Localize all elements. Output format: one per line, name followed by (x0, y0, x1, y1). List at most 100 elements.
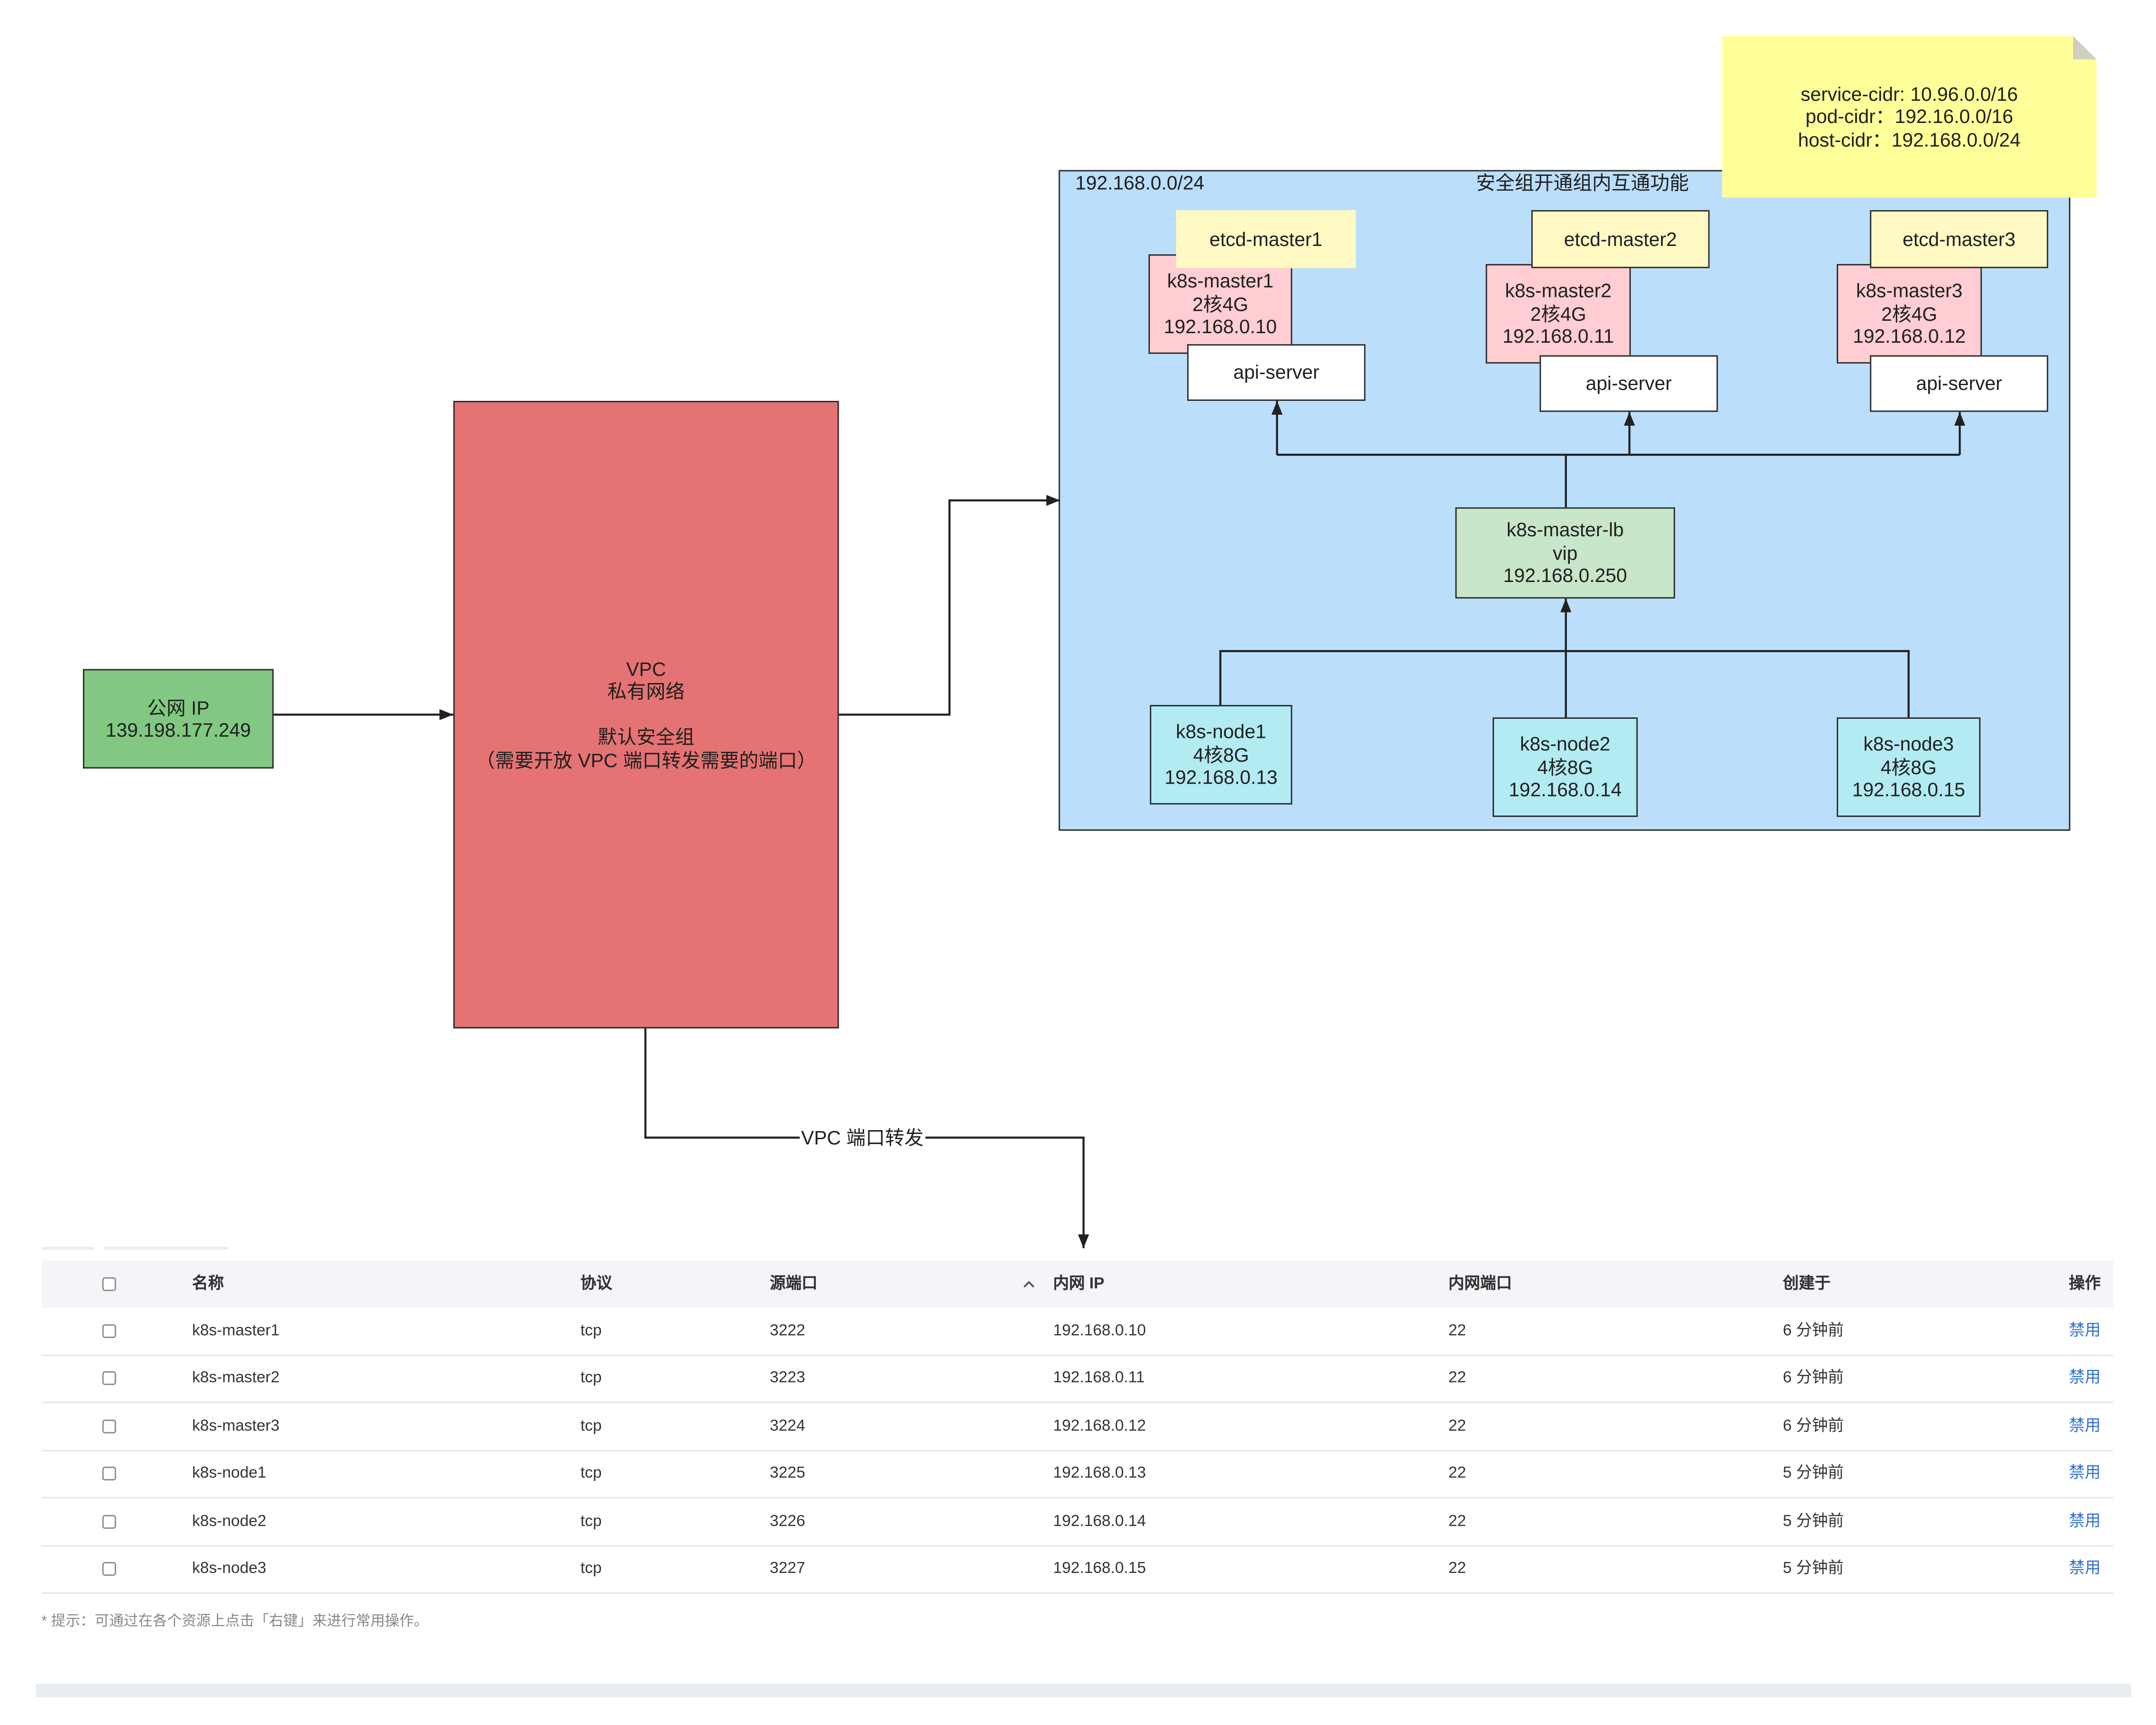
table-row[interactable]: k8s-master2 tcp 3223 192.168.0.11 22 6 分… (41, 1355, 2114, 1403)
node-spec: 4核8G (1881, 755, 1937, 778)
cell-source-port: 3226 (770, 1513, 805, 1530)
etcd-master2-box: etcd-master2 (1531, 210, 1710, 268)
cell-protocol: tcp (580, 1513, 602, 1530)
disable-rule-link[interactable]: 禁用 (2069, 1418, 2101, 1435)
disable-rule-link[interactable]: 禁用 (2069, 1513, 2101, 1530)
cell-protocol: tcp (580, 1322, 602, 1339)
cell-name: k8s-master3 (192, 1418, 280, 1435)
table-row[interactable]: k8s-master3 tcp 3224 192.168.0.12 22 6 分… (41, 1403, 2114, 1451)
api-server-label: api-server (1916, 372, 2003, 395)
vpc-title: VPC (626, 657, 666, 680)
k8s-master3-box: k8s-master3 2核4G 192.168.0.12 (1837, 264, 1982, 364)
cell-protocol: tcp (580, 1370, 602, 1387)
cell-created: 5 分钟前 (1783, 1513, 1844, 1530)
tab-underline (103, 1246, 228, 1250)
public-ip-box: 公网 IP 139.198.177.249 (83, 669, 274, 769)
cell-created: 5 分钟前 (1783, 1561, 1844, 1578)
service-cidr-line: service-cidr: 10.96.0.0/16 (1800, 82, 2018, 105)
vpc-box: VPC 私有网络 默认安全组 （需要开放 VPC 端口转发需要的端口） (453, 401, 839, 1029)
cell-internal-port: 22 (1448, 1322, 1466, 1339)
host-cidr-line: host-cidr：192.168.0.0/24 (1798, 128, 2021, 151)
row-checkbox[interactable] (102, 1419, 116, 1433)
subnet-cidr-label: 192.168.0.0/24 (1075, 171, 1205, 194)
k8s-master-lb-box: k8s-master-lb vip 192.168.0.250 (1455, 507, 1675, 599)
column-header-source-port: 源端口 (770, 1276, 818, 1293)
column-header-protocol: 协议 (580, 1276, 612, 1293)
horizontal-scrollbar[interactable] (36, 1684, 2131, 1698)
cell-internal-ip: 192.168.0.12 (1053, 1418, 1146, 1435)
lb-vip-label: vip (1553, 541, 1578, 564)
etcd-master3-box: etcd-master3 (1870, 210, 2048, 268)
k8s-node3-box: k8s-node3 4核8G 192.168.0.15 (1837, 717, 1981, 817)
edge-vpc-to-subnet (839, 495, 1060, 716)
cell-internal-port: 22 (1448, 1561, 1466, 1578)
cell-name: k8s-node1 (192, 1465, 266, 1482)
node-name: k8s-node1 (1176, 720, 1266, 743)
column-header-internal-ip[interactable]: 内网 IP (1053, 1276, 1105, 1293)
row-checkbox[interactable] (102, 1324, 116, 1338)
master-spec: 2核4G (1530, 302, 1586, 325)
k8s-master2-box: k8s-master2 2核4G 192.168.0.11 (1485, 264, 1631, 364)
node-name: k8s-node2 (1520, 733, 1611, 755)
etcd-label: etcd-master2 (1564, 227, 1677, 250)
cell-internal-port: 22 (1448, 1513, 1466, 1530)
master-spec: 2核4G (1192, 293, 1249, 315)
api-server-label: api-server (1233, 361, 1320, 384)
node-spec: 4核8G (1193, 743, 1249, 766)
tab-underline (41, 1246, 94, 1250)
node-ip: 192.168.0.14 (1508, 778, 1622, 801)
table-body: k8s-master1 tcp 3222 192.168.0.10 22 6 分… (41, 1307, 2114, 1594)
k8s-master1-box: k8s-master1 2核4G 192.168.0.10 (1148, 254, 1292, 354)
row-checkbox[interactable] (102, 1371, 116, 1386)
vpc-subtitle: 私有网络 (607, 680, 685, 703)
cell-name: k8s-node2 (192, 1513, 266, 1530)
edge-nodes-bus (1219, 650, 1910, 718)
disable-rule-link[interactable]: 禁用 (2069, 1370, 2101, 1387)
row-checkbox[interactable] (102, 1467, 116, 1481)
k8s-node1-box: k8s-node1 4核8G 192.168.0.13 (1149, 705, 1292, 805)
master-ip: 192.168.0.10 (1164, 315, 1277, 338)
row-checkbox[interactable] (102, 1514, 116, 1529)
vpc-security-group: 默认安全组 (598, 726, 695, 748)
column-header-name: 名称 (192, 1276, 224, 1293)
cell-internal-port: 22 (1448, 1370, 1466, 1387)
cell-protocol: tcp (580, 1561, 602, 1578)
cell-internal-ip: 192.168.0.15 (1053, 1561, 1146, 1578)
sort-asc-icon[interactable] (1023, 1280, 1035, 1288)
column-header-created: 创建于 (1783, 1276, 1831, 1293)
disable-rule-link[interactable]: 禁用 (2069, 1322, 2101, 1339)
disable-rule-link[interactable]: 禁用 (2069, 1465, 2101, 1482)
pod-cidr-line: pod-cidr：192.16.0.0/16 (1805, 105, 2014, 128)
cell-created: 6 分钟前 (1783, 1322, 1844, 1339)
cell-name: k8s-node3 (192, 1561, 266, 1578)
public-ip-label: 公网 IP (147, 696, 210, 718)
context-menu-hint: * 提示：可通过在各个资源上点击「右键」来进行常用操作。 (41, 1613, 429, 1630)
cell-source-port: 3224 (770, 1418, 805, 1435)
table-row[interactable]: k8s-master1 tcp 3222 192.168.0.10 22 6 分… (41, 1307, 2114, 1356)
table-row[interactable]: k8s-node1 tcp 3225 192.168.0.13 22 5 分钟前… (41, 1451, 2114, 1499)
table-row[interactable]: k8s-node2 tcp 3226 192.168.0.14 22 5 分钟前… (41, 1499, 2114, 1546)
cell-internal-ip: 192.168.0.10 (1053, 1322, 1146, 1339)
row-checkbox[interactable] (102, 1562, 116, 1576)
master-name: k8s-master2 (1505, 279, 1612, 302)
etcd-label: etcd-master3 (1902, 227, 2016, 250)
security-group-note: 安全组开通组内互通功能 (1476, 171, 1689, 194)
node-ip: 192.168.0.15 (1852, 778, 1965, 801)
select-all-checkbox[interactable] (102, 1277, 116, 1291)
table-row[interactable]: k8s-node3 tcp 3227 192.168.0.15 22 5 分钟前… (41, 1546, 2114, 1594)
cell-internal-port: 22 (1448, 1465, 1466, 1482)
cell-protocol: tcp (580, 1465, 602, 1482)
cell-name: k8s-master2 (192, 1370, 280, 1387)
cidr-sticky-note: service-cidr: 10.96.0.0/16 pod-cidr：192.… (1722, 36, 2096, 197)
cell-protocol: tcp (580, 1418, 602, 1435)
cell-source-port: 3223 (770, 1370, 805, 1387)
cell-internal-port: 22 (1448, 1418, 1466, 1435)
port-forward-edge-label: VPC 端口转发 (800, 1126, 925, 1149)
disable-rule-link[interactable]: 禁用 (2069, 1561, 2101, 1578)
master-ip: 192.168.0.12 (1852, 325, 1966, 347)
cell-internal-ip: 192.168.0.14 (1053, 1513, 1146, 1530)
lb-name: k8s-master-lb (1506, 519, 1624, 541)
api-server-2-box: api-server (1539, 355, 1718, 412)
